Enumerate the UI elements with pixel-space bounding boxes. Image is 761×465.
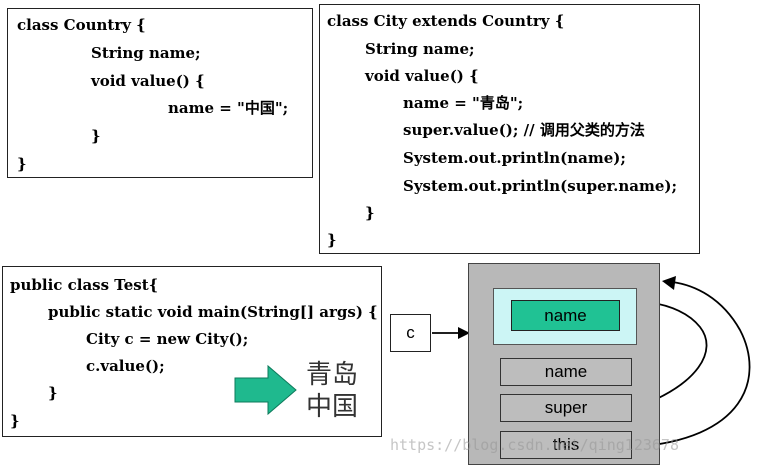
- super-field: super: [500, 394, 632, 422]
- code-line: public static void main(String[] args) {: [48, 303, 378, 321]
- this-pointer-arrow: [631, 276, 751, 448]
- code-line: c.value();: [86, 357, 165, 375]
- reference-arrow: [432, 327, 470, 339]
- code-line: void value() {: [91, 72, 205, 90]
- city-class-box: class City extends Country { String name…: [319, 4, 700, 254]
- code-line: }: [327, 231, 337, 249]
- code-line: String name;: [365, 40, 475, 58]
- code-line: String name;: [91, 44, 201, 62]
- watermark: https://blog.csdn.net/qing123678: [390, 436, 679, 454]
- parent-part: name: [493, 288, 637, 345]
- output-line-1: 青岛: [306, 360, 359, 390]
- code-line: public class Test{: [10, 276, 159, 294]
- country-class-box: class Country { String name; void value(…: [7, 8, 313, 178]
- test-class-box: public class Test{ public static void ma…: [2, 266, 382, 437]
- code-line: }: [48, 384, 58, 402]
- output-arrow-icon: [234, 364, 297, 416]
- code-line: class Country {: [17, 16, 146, 34]
- code-line: City c = new City();: [86, 330, 249, 348]
- output-line-2: 中国: [306, 392, 359, 422]
- code-line: }: [91, 127, 101, 145]
- heap-object: name name super this: [468, 263, 660, 465]
- this-field: this: [500, 431, 632, 459]
- code-line: }: [10, 412, 20, 430]
- code-line: }: [365, 204, 375, 222]
- code-line: name = "青岛";: [403, 94, 524, 112]
- code-line: class City extends Country {: [327, 12, 565, 30]
- code-line: void value() {: [365, 67, 479, 85]
- code-line: }: [17, 155, 27, 173]
- name-field: name: [500, 358, 632, 386]
- code-line: System.out.println(super.name);: [403, 177, 678, 195]
- code-line: name = "中国";: [168, 99, 289, 117]
- code-line: super.value(); // 调用父类的方法: [403, 121, 645, 139]
- code-line: System.out.println(name);: [403, 149, 626, 167]
- parent-name-field: name: [511, 300, 620, 331]
- reference-variable: c: [390, 314, 431, 352]
